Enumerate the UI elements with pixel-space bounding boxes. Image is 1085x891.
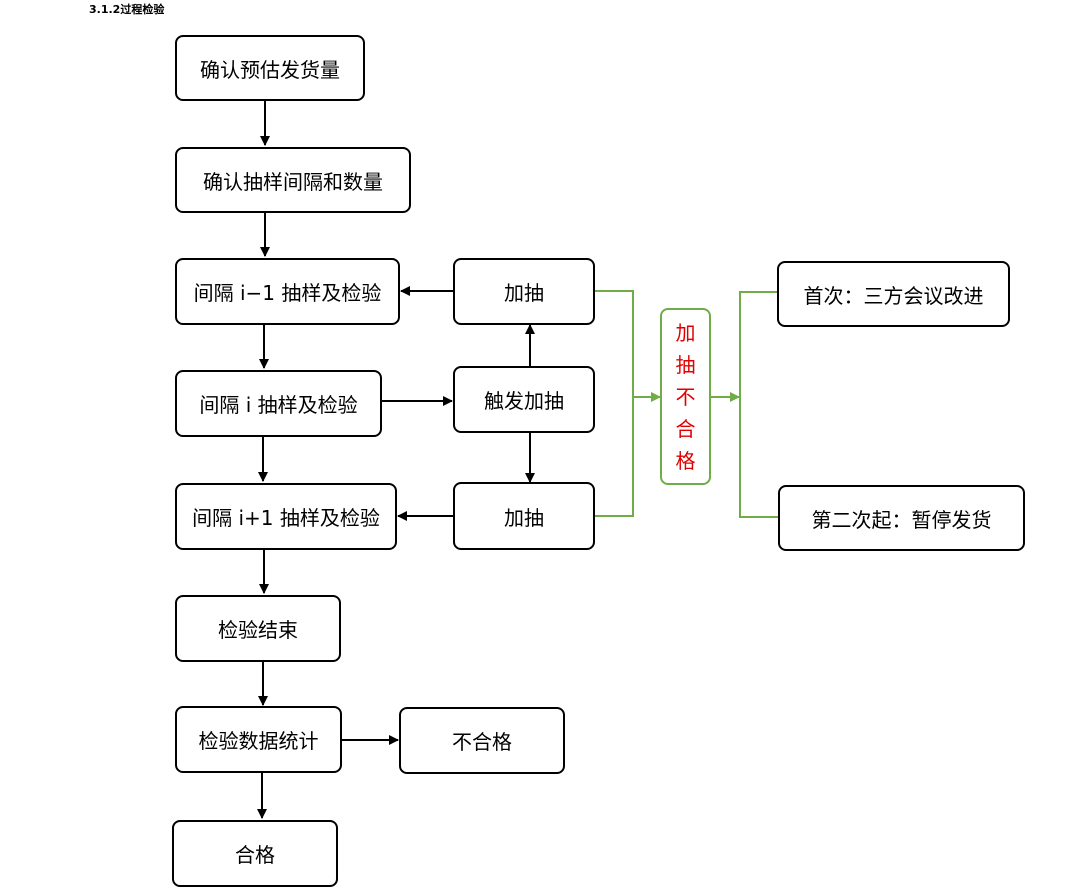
node-extra-fail: 加 抽 不 合 格 [660,308,711,485]
node-extra-fail-char: 加 [675,320,696,345]
node-inspection-end-label: 检验结束 [218,618,298,642]
node-interval-next: 间隔 i+1 抽样及检验 [175,483,397,550]
green-bracket-right [739,291,778,518]
node-estimate-label: 确认预估发货量 [200,57,340,82]
node-estimate: 确认预估发货量 [175,35,365,101]
section-title: 3.1.2过程检验 [89,3,165,16]
node-extra-fail-char: 不 [675,384,696,409]
node-trigger-label: 触发加抽 [484,389,564,413]
node-confirm-sampling-label: 确认抽样间隔和数量 [203,169,383,194]
node-interval-prev-label: 间隔 i−1 抽样及检验 [193,281,382,305]
node-interval-prev: 间隔 i−1 抽样及检验 [175,258,400,325]
node-interval-next-label: 间隔 i+1 抽样及检验 [192,506,380,530]
node-pass: 合格 [172,820,338,887]
node-inspection-end: 检验结束 [175,595,341,662]
node-extra-fail-char: 合 [675,416,696,441]
node-extra-bottom: 加抽 [453,482,595,550]
node-pass-label: 合格 [235,843,275,867]
node-interval-i: 间隔 i 抽样及检验 [175,370,382,437]
node-data-stats-label: 检验数据统计 [198,729,319,753]
green-bracket-left [595,290,634,517]
node-extra-fail-char: 抽 [675,352,696,377]
node-extra-top-label: 加抽 [504,281,544,305]
node-second-time: 第二次起：暂停发货 [778,485,1025,551]
node-first-time: 首次：三方会议改进 [777,261,1010,327]
node-fail-label: 不合格 [452,730,512,754]
node-extra-top: 加抽 [453,258,595,325]
node-first-time-label: 首次：三方会议改进 [803,283,984,308]
node-extra-bottom-label: 加抽 [504,505,544,530]
node-extra-fail-char: 格 [675,448,696,473]
node-second-time-label: 第二次起：暂停发货 [811,507,992,532]
node-confirm-sampling: 确认抽样间隔和数量 [175,147,411,213]
node-data-stats: 检验数据统计 [175,706,342,773]
node-interval-i-label: 间隔 i 抽样及检验 [199,393,358,417]
node-trigger: 触发加抽 [453,366,595,433]
node-fail: 不合格 [399,707,565,774]
